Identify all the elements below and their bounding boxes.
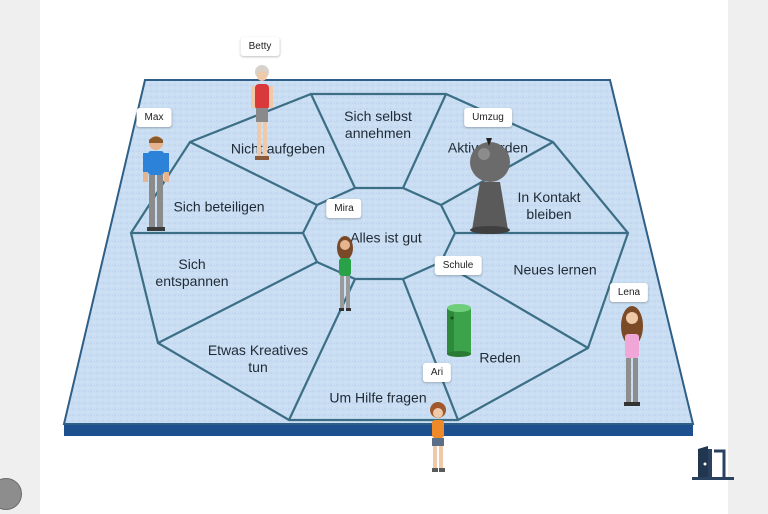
segment-in-kontakt-bleiben[interactable]: In Kontakt bleiben — [517, 189, 581, 222]
right-margin — [728, 0, 768, 514]
name-tag-betty: Betty — [240, 37, 280, 56]
name-tag-max: Max — [136, 108, 172, 127]
board-surface — [62, 79, 695, 425]
figure-ari[interactable] — [426, 400, 450, 474]
pawn-umzug[interactable] — [464, 134, 516, 234]
segment-nicht-aufgeben[interactable]: Nicht aufgeben — [230, 140, 326, 157]
segment-reden[interactable]: Reden — [479, 349, 521, 366]
figure-betty[interactable] — [248, 62, 276, 162]
left-margin — [0, 0, 40, 514]
segment-um-hilfe-fragen[interactable]: Um Hilfe fragen — [329, 389, 427, 406]
exit-door-icon[interactable] — [690, 443, 736, 483]
name-tag-schule: Schule — [434, 256, 482, 275]
name-tag-ari: Ari — [422, 363, 452, 382]
pawn-schule[interactable] — [444, 302, 474, 358]
board-edge — [64, 424, 693, 436]
name-tag-mira: Mira — [326, 199, 362, 218]
figure-max[interactable] — [140, 134, 172, 234]
center-alles-ist-gut[interactable]: Alles ist gut — [350, 229, 422, 246]
name-tag-umzug: Umzug — [464, 108, 512, 127]
figure-mira[interactable] — [334, 236, 356, 312]
segment-neues-lernen[interactable]: Neues lernen — [513, 261, 597, 278]
figure-lena[interactable] — [618, 306, 646, 408]
segment-sich-entspannen[interactable]: Sich entspannen — [155, 256, 229, 289]
segment-sich-selbst-annehmen[interactable]: Sich selbst annehmen — [344, 108, 412, 141]
name-tag-lena: Lena — [609, 283, 649, 302]
segment-sich-beteiligen[interactable]: Sich beteiligen — [173, 198, 265, 215]
segment-etwas-kreatives-tun[interactable]: Etwas Kreatives tun — [207, 342, 309, 375]
